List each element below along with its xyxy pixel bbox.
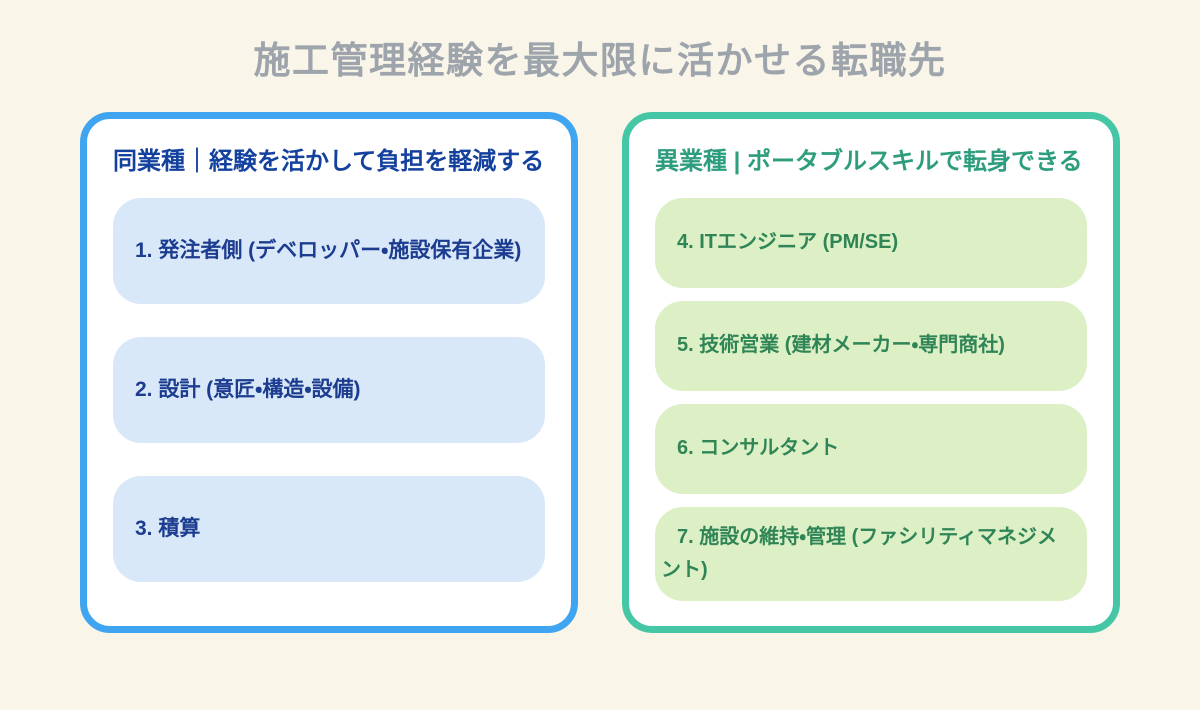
same-industry-list: 1. 発注者側 (デベロッパー・施設保有企業) 2. 設計 (意匠・構造・設備)… <box>113 197 545 582</box>
other-industry-panel: 異業種 | ポータブルスキルで転身できる 4. ITエンジニア (PM/SE) … <box>622 112 1120 634</box>
list-item-label: 2. 設計 (意匠・構造・設備) <box>135 377 361 401</box>
list-item: 6. コンサルタント <box>655 403 1087 494</box>
list-item: 2. 設計 (意匠・構造・設備) <box>113 336 545 443</box>
same-industry-panel: 同業種｜経験を活かして負担を軽減する 1. 発注者側 (デベロッパー・施設保有企… <box>80 112 578 634</box>
panels-row: 同業種｜経験を活かして負担を軽減する 1. 発注者側 (デベロッパー・施設保有企… <box>0 112 1200 634</box>
page-title: 施工管理経験を最大限に活かせる転職先 <box>253 40 947 81</box>
list-item: 3. 積算 <box>113 475 545 582</box>
list-item-label: 1. 発注者側 (デベロッパー・施設保有企業) <box>135 238 522 262</box>
same-industry-header: 同業種｜経験を活かして負担を軽減する <box>113 148 545 176</box>
list-item-label: 4. ITエンジニア (PM/SE) <box>677 231 899 254</box>
list-item: 4. ITエンジニア (PM/SE) <box>655 197 1087 288</box>
other-industry-list: 4. ITエンジニア (PM/SE) 5. 技術営業 (建材メーカー・専門商社)… <box>655 197 1087 601</box>
list-item-label: 7. 施設の維持・管理 (ファシリティマネジメント) <box>661 525 1058 581</box>
list-item-label: 3. 積算 <box>135 516 201 540</box>
list-item: 7. 施設の維持・管理 (ファシリティマネジメント) <box>655 506 1087 601</box>
list-item-label: 6. コンサルタント <box>677 437 840 460</box>
list-item-label: 5. 技術営業 (建材メーカー・専門商社) <box>677 334 1005 357</box>
list-item: 1. 発注者側 (デベロッパー・施設保有企業) <box>113 197 545 304</box>
list-item: 5. 技術営業 (建材メーカー・専門商社) <box>655 300 1087 391</box>
other-industry-header: 異業種 | ポータブルスキルで転身できる <box>655 148 1083 176</box>
